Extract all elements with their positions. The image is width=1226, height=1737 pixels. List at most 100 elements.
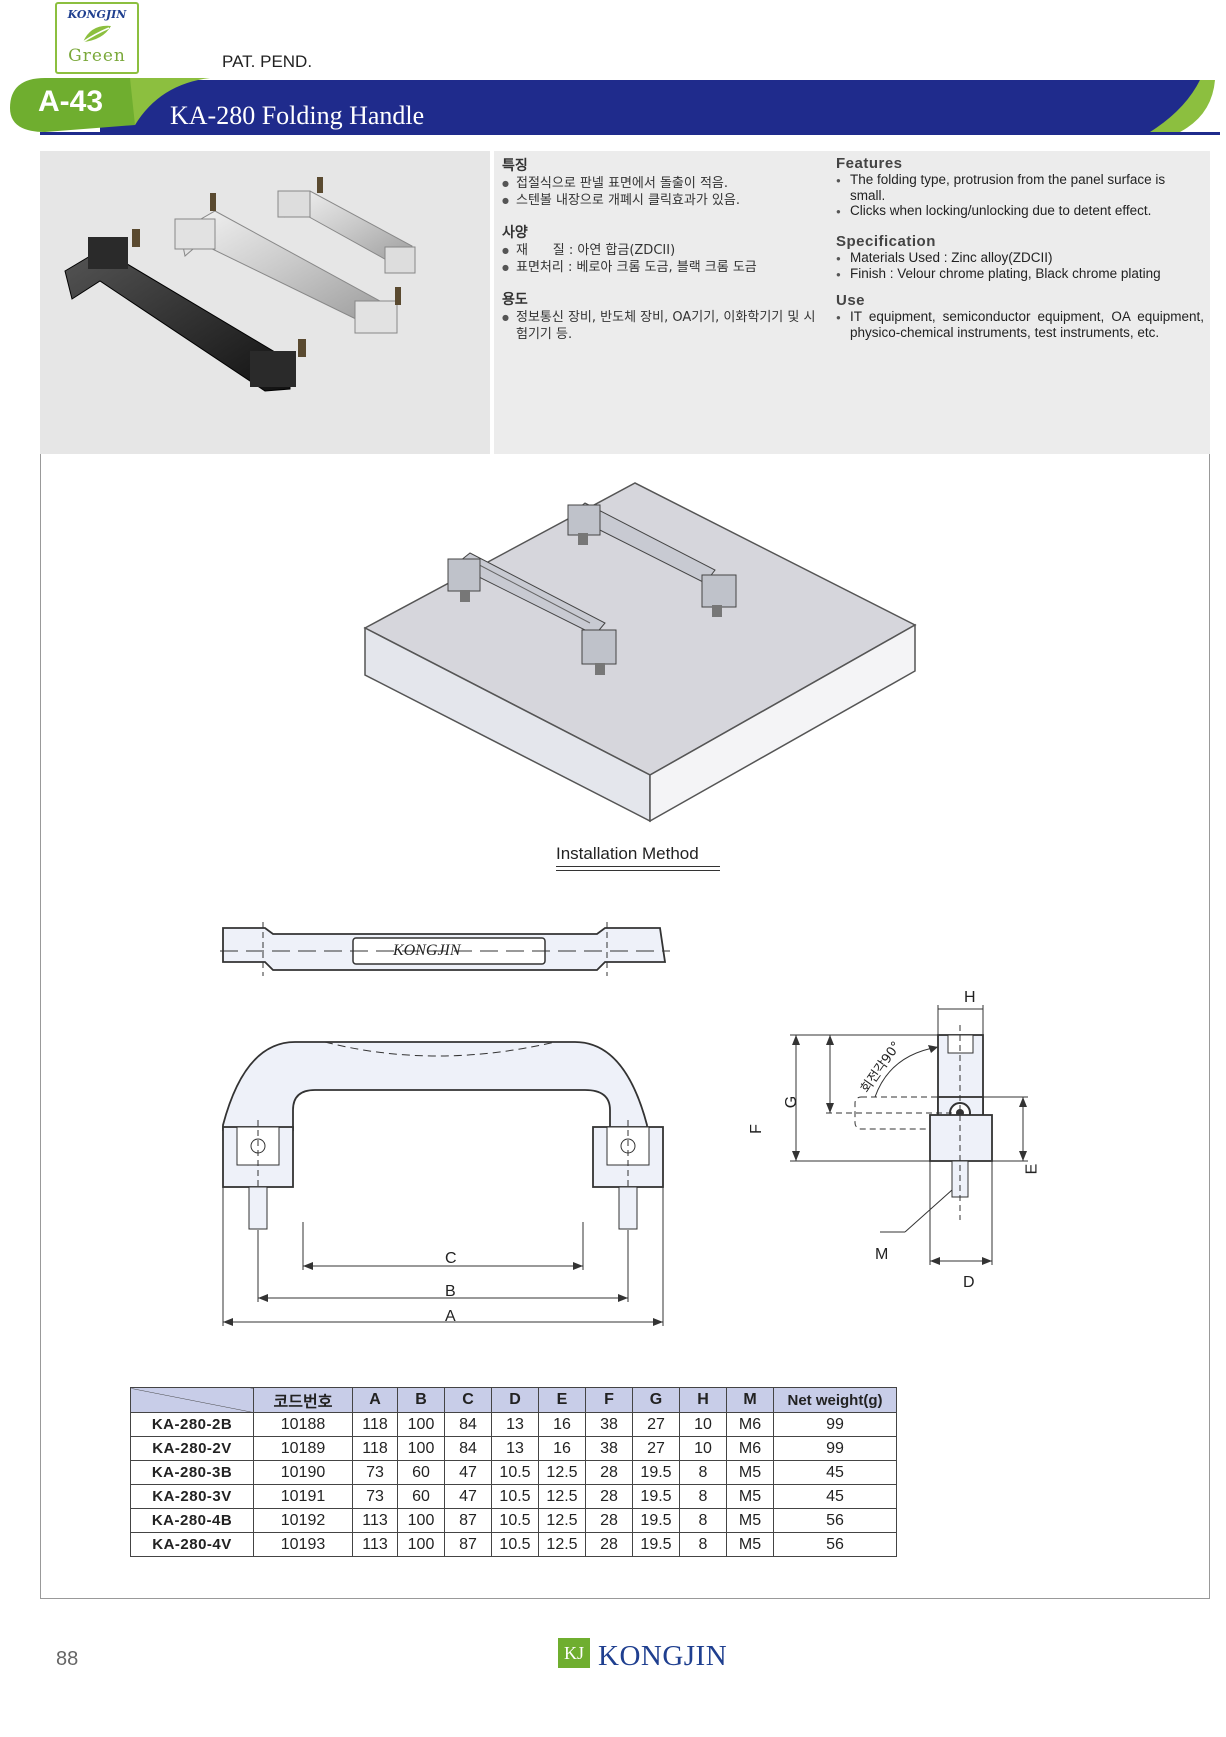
table-cell: 27 — [632, 1412, 680, 1437]
dim-label-e: E — [1023, 1163, 1041, 1175]
table-cell: 10.5 — [491, 1484, 539, 1509]
table-cell: 28 — [585, 1508, 633, 1533]
dim-label-b: B — [445, 1283, 456, 1300]
footer-brand-name: KONGJIN — [598, 1640, 728, 1672]
table-cell: 87 — [444, 1508, 492, 1533]
use-en-heading: Use — [836, 291, 866, 309]
dim-label-f: F — [747, 1124, 765, 1134]
table-cell: 10192 — [253, 1508, 353, 1533]
table-cell: M5 — [726, 1532, 774, 1557]
table-cell: 10190 — [253, 1460, 353, 1485]
table-cell: 60 — [397, 1484, 445, 1509]
table-cell: 84 — [444, 1412, 492, 1437]
product-photo — [40, 151, 490, 454]
patent-pending-note: PAT. PEND. — [222, 52, 313, 71]
col-header-code: 코드번호 — [253, 1387, 353, 1413]
spec-en-item: Finish : Velour chrome plating, Black ch… — [836, 266, 1204, 282]
spec-en-item: Materials Used : Zinc alloy(ZDCII) — [836, 250, 1204, 266]
table-cell: 38 — [585, 1436, 633, 1461]
title-band — [10, 78, 1220, 135]
handle-brand-engraving: KONGJIN — [393, 942, 461, 959]
table-cell: 10.5 — [491, 1532, 539, 1557]
table-cell: M5 — [726, 1460, 774, 1485]
table-cell: 118 — [352, 1412, 398, 1437]
dim-label-h: H — [964, 989, 976, 1006]
table-cell: 10188 — [253, 1412, 353, 1437]
col-header-f: F — [585, 1387, 633, 1413]
handles-photo-illustration — [64, 177, 416, 392]
table-corner-cell — [130, 1387, 254, 1413]
table-cell-model: KA-280-2V — [130, 1436, 254, 1461]
logo-brand-text: KONGJIN — [67, 8, 127, 21]
table-cell: 13 — [491, 1412, 539, 1437]
drawing-frame — [40, 454, 1210, 1599]
col-header-a: A — [352, 1387, 398, 1413]
table-cell: 113 — [352, 1532, 398, 1557]
table-cell: 113 — [352, 1508, 398, 1533]
col-header-g: G — [632, 1387, 680, 1413]
table-cell: 12.5 — [538, 1508, 586, 1533]
table-cell: 47 — [444, 1460, 492, 1485]
table-cell: 19.5 — [632, 1532, 680, 1557]
table-cell: 47 — [444, 1484, 492, 1509]
page-code: A-43 — [38, 85, 104, 118]
table-cell: 16 — [538, 1412, 586, 1437]
features-kr-item: 스텐볼 내장으로 개폐시 클릭효과가 있음. — [502, 192, 827, 209]
col-header-h: H — [679, 1387, 727, 1413]
table-cell: M6 — [726, 1412, 774, 1437]
page-number: 88 — [56, 1648, 79, 1670]
col-header-b: B — [397, 1387, 445, 1413]
use-kr-item: 정보통신 장비, 반도체 장비, OA기기, 이화학기기 및 시험기기 등. — [502, 309, 827, 343]
table-cell-model: KA-280-4V — [130, 1532, 254, 1557]
spec-en-heading: Specification — [836, 232, 936, 250]
table-cell: 28 — [585, 1484, 633, 1509]
dim-label-m: M — [875, 1246, 889, 1263]
korean-column: 특징 접절식으로 판넬 표면에서 돌출이 적음. 스텐볼 내장으로 개폐시 클릭… — [502, 155, 827, 343]
footer-brand-mark: KJ — [558, 1638, 590, 1668]
table-cell: 56 — [773, 1532, 897, 1557]
table-cell: 87 — [444, 1532, 492, 1557]
table-cell: 10193 — [253, 1532, 353, 1557]
table-cell-model: KA-280-4B — [130, 1508, 254, 1533]
table-cell: 8 — [679, 1532, 727, 1557]
table-cell: 100 — [397, 1412, 445, 1437]
table-cell: M5 — [726, 1484, 774, 1509]
dim-label-g: G — [783, 1095, 801, 1109]
features-en-item: The folding type, protrusion from the pa… — [836, 172, 1204, 203]
table-cell-model: KA-280-3B — [130, 1460, 254, 1485]
table-cell: 8 — [679, 1484, 727, 1509]
handle-side-view — [790, 1005, 1028, 1265]
table-cell: M6 — [726, 1436, 774, 1461]
dim-label-a: A — [445, 1308, 456, 1325]
description-panel: 특징 접절식으로 판넬 표면에서 돌출이 적음. 스텐볼 내장으로 개폐시 클릭… — [494, 151, 1210, 454]
installation-method-label: Installation Method — [556, 844, 699, 863]
table-cell: 100 — [397, 1508, 445, 1533]
spec-kr-heading: 사양 — [502, 225, 528, 241]
table-cell: 8 — [679, 1508, 727, 1533]
table-cell: 12.5 — [538, 1484, 586, 1509]
table-header-row: 코드번호 A B C D E F G H M Net weight(g) — [130, 1387, 897, 1413]
table-cell: 10191 — [253, 1484, 353, 1509]
use-en-item: IT equipment, semiconductor equipment, O… — [836, 309, 1204, 340]
table-cell: 45 — [773, 1460, 897, 1485]
table-cell-model: KA-280-2B — [130, 1412, 254, 1437]
col-header-net-weight: Net weight(g) — [773, 1387, 897, 1413]
features-kr-item: 접절식으로 판넬 표면에서 돌출이 적음. — [502, 175, 827, 192]
brand-logo: KONGJIN Green — [55, 2, 139, 74]
table-cell: 100 — [397, 1436, 445, 1461]
table-cell: 13 — [491, 1436, 539, 1461]
dim-label-d: D — [963, 1274, 975, 1291]
table-cell: 19.5 — [632, 1460, 680, 1485]
handle-front-view — [222, 1041, 664, 1326]
features-en-item: Clicks when locking/unlocking due to det… — [836, 203, 1204, 219]
table-cell: 73 — [352, 1484, 398, 1509]
table-cell: 73 — [352, 1460, 398, 1485]
table-cell: 38 — [585, 1412, 633, 1437]
table-cell: 10189 — [253, 1436, 353, 1461]
table-cell: 10.5 — [491, 1508, 539, 1533]
table-cell: 100 — [397, 1532, 445, 1557]
table-cell: M5 — [726, 1508, 774, 1533]
english-column: Features The folding type, protrusion fr… — [836, 155, 1204, 340]
